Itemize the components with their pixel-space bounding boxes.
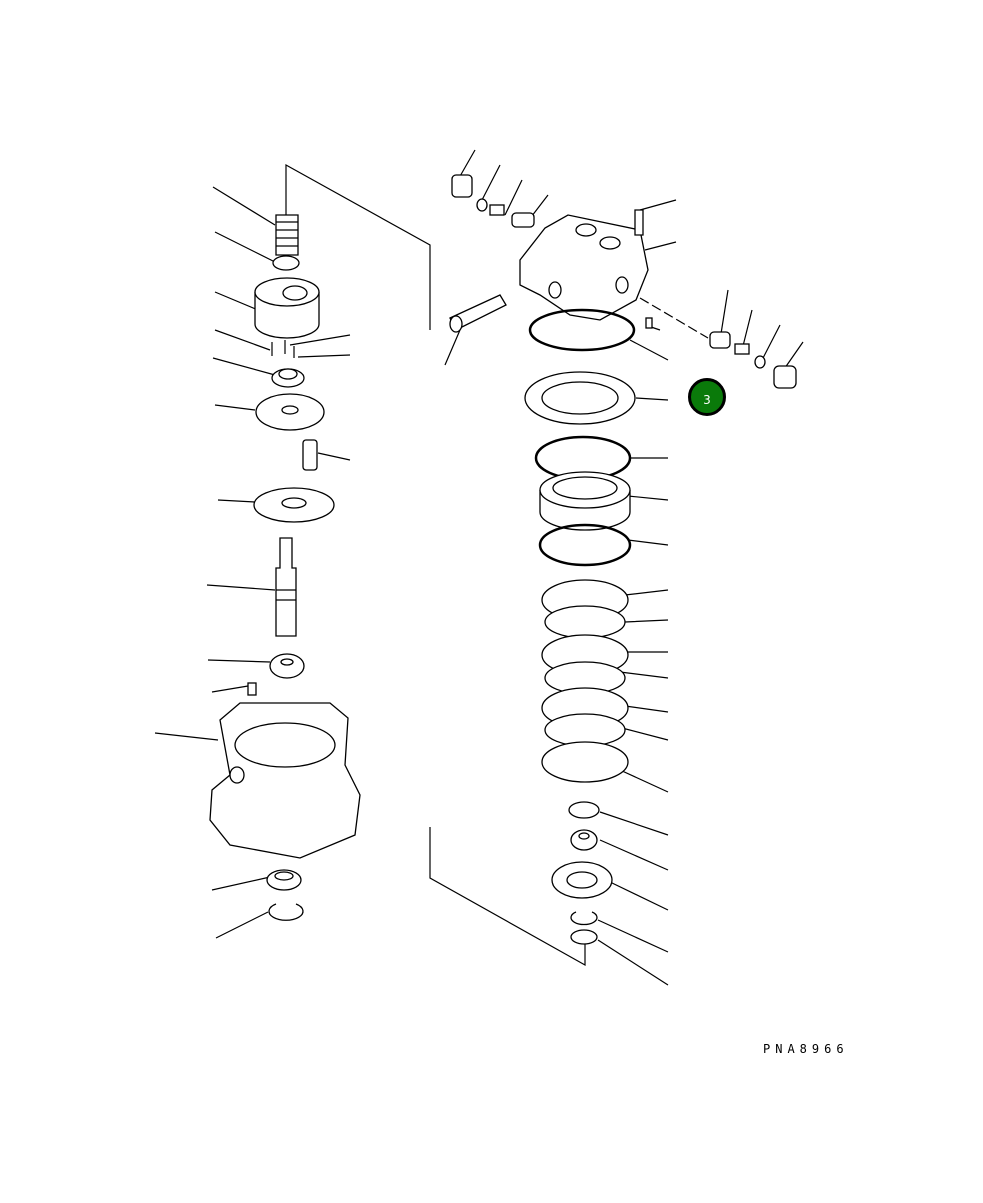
valve-body-icon xyxy=(519,214,649,321)
nut-icon xyxy=(570,829,598,851)
housing-icon xyxy=(209,702,361,859)
pin-small-icon xyxy=(645,317,653,329)
ring-icon xyxy=(568,801,600,819)
bolt-icon xyxy=(634,209,644,236)
bearing-plate-icon xyxy=(551,861,613,899)
callout-badge-3[interactable]: 3 xyxy=(688,378,726,416)
snap-ring-icon xyxy=(570,911,598,926)
plug-icon xyxy=(773,365,797,389)
callout-label: 3 xyxy=(703,393,711,407)
cylinder-block-icon xyxy=(254,277,320,339)
plate-ring-icon xyxy=(524,371,636,425)
valve-icon xyxy=(511,212,535,228)
drawing-code: PNA8966 xyxy=(763,1042,849,1056)
friction-plates-icon xyxy=(541,579,629,783)
left-column-parts xyxy=(209,214,361,921)
o-ring-large-icon xyxy=(538,523,632,567)
dowel-icon xyxy=(247,682,257,696)
plate-icon xyxy=(255,393,325,431)
retainer-icon xyxy=(271,368,305,388)
bearing-icon xyxy=(266,869,302,891)
relief-valve-icon xyxy=(449,294,507,333)
spring-small-icon xyxy=(489,204,505,216)
leader-lines xyxy=(154,149,804,986)
shaft-icon xyxy=(275,537,297,637)
pin-icon xyxy=(302,439,318,471)
o-ring-icon xyxy=(754,355,766,369)
o-ring-large-icon xyxy=(528,308,636,352)
ring-icon xyxy=(272,255,300,271)
thrust-plate-icon xyxy=(253,487,335,523)
piston-icon xyxy=(539,471,631,531)
spring-small-icon xyxy=(734,343,750,355)
right-column-parts xyxy=(449,174,797,945)
gear-icon xyxy=(269,653,305,679)
plug-icon xyxy=(451,174,473,198)
ring-icon xyxy=(570,929,598,945)
snap-ring-icon xyxy=(268,903,304,921)
o-ring-icon xyxy=(476,198,488,212)
check-valve-icon xyxy=(709,331,731,349)
spring-icon xyxy=(275,214,299,256)
